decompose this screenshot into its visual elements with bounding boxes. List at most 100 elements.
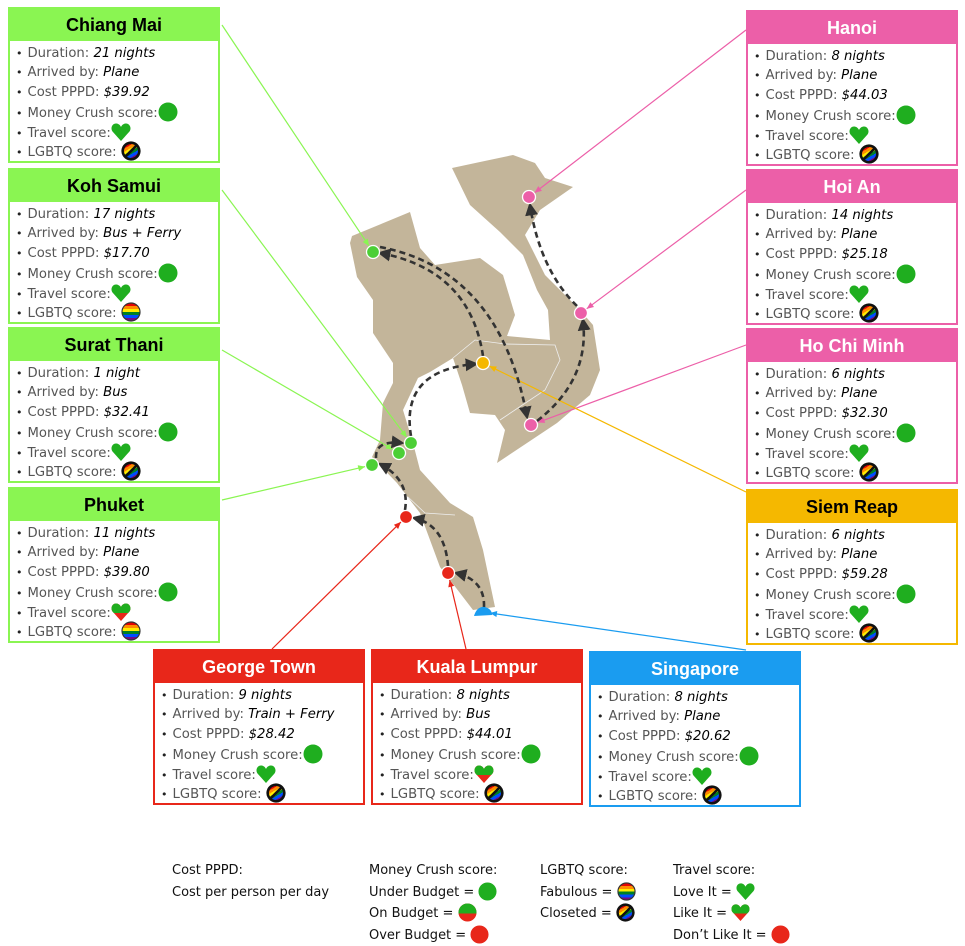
leader-line-hoi-an [586,189,747,310]
duration-row: Duration: 8 nights [754,47,956,66]
arrived-by-value: Plane [684,709,721,725]
duration-label: Duration: [765,208,828,223]
travel-row: Travel score: [16,122,218,141]
closeted-icon [121,141,141,161]
lgbtq-label: LGBTQ score: [608,788,698,804]
city-marker-george-town[interactable] [398,509,414,525]
lgbtq-label: LGBTQ score: [27,144,117,160]
city-marker-surat-thani[interactable] [391,445,407,461]
arrived-by-value: Bus [103,385,128,401]
legend-money-crush: Money Crush score:Under Budget = On Budg… [369,860,497,946]
closeted-icon [859,623,879,643]
duration-label: Duration: [765,49,828,64]
money-crush-label: Money Crush score: [765,268,896,284]
cost-label: Cost PPPD: [390,726,463,742]
money-crush-row: Money Crush score: [16,263,218,282]
arrived-by-row: Arrived by: Bus + Ferry [16,224,218,243]
arrived-by-label: Arrived by: [765,547,837,563]
duration-row: Duration: 17 nights [16,205,218,224]
duration-label: Duration: [27,46,90,61]
cost-row: Cost PPPD: $59.28 [754,565,956,584]
arrived-by-row: Arrived by: Bus [379,705,581,724]
money-crush-row: Money Crush score: [16,422,218,441]
cost-label: Cost PPPD: [27,564,100,580]
love-it-icon [692,766,712,786]
city-card-phuket: Phuket Duration: 11 nights Arrived by: P… [8,487,220,643]
city-marker-kuala-lumpur[interactable] [440,565,456,581]
leader-line-phuket [221,466,366,501]
legend-travel-title: Travel score: [673,863,756,878]
arrived-by-value: Bus [466,707,491,723]
closeted-icon [266,783,286,803]
city-marker-singapore[interactable] [474,606,492,616]
city-details: Duration: 6 nights Arrived by: Plane Cos… [748,523,956,642]
love-it-icon [111,442,131,462]
leader-line-siem-reap [489,365,747,493]
cost-value: $20.62 [684,728,731,744]
city-marker-phuket[interactable] [364,457,380,473]
arrived-by-row: Arrived by: Plane [754,66,956,85]
travel-row: Travel score: [754,443,956,462]
city-marker-hoi-an[interactable] [573,305,589,321]
arrived-by-row: Arrived by: Plane [754,384,956,403]
cost-label: Cost PPPD: [172,726,245,742]
travel-label: Travel score: [765,128,849,144]
arrived-by-value: Plane [841,227,878,243]
money-crush-row: Money Crush score: [754,584,956,603]
lgbtq-row: LGBTQ score: [379,783,581,802]
money-crush-label: Money Crush score: [27,267,158,283]
dont-like-it-icon [771,925,790,944]
lgbtq-row: LGBTQ score: [161,783,363,802]
duration-value: 11 nights [93,526,156,541]
city-marker-hanoi[interactable] [521,189,537,205]
over-budget-icon [470,925,489,944]
duration-value: 6 nights [831,367,885,382]
city-marker-koh-samui[interactable] [403,435,419,451]
duration-row: Duration: 9 nights [161,686,363,705]
travel-label: Travel score: [765,607,849,623]
arrived-by-label: Arrived by: [27,385,99,401]
arrived-by-label: Arrived by: [765,386,837,402]
arrived-by-value: Plane [841,547,878,563]
cost-label: Cost PPPD: [608,728,681,744]
love-it-icon [111,283,131,303]
money-crush-row: Money Crush score: [161,744,363,763]
leader-line-chiang-mai [221,24,370,247]
city-marker-siem-reap[interactable] [475,355,491,371]
money-crush-label: Money Crush score: [765,588,896,604]
cost-label: Cost PPPD: [765,566,838,582]
lgbtq-label: LGBTQ score: [390,786,480,802]
city-details: Duration: 8 nights Arrived by: Plane Cos… [748,44,956,163]
arrived-by-label: Arrived by: [765,227,837,243]
duration-row: Duration: 1 night [16,364,218,383]
money-crush-row: Money Crush score: [16,102,218,121]
city-details: Duration: 11 nights Arrived by: Plane Co… [10,521,218,640]
city-details: Duration: 17 nights Arrived by: Bus + Fe… [10,202,218,321]
city-marker-chiang-mai[interactable] [365,244,381,260]
arrived-by-row: Arrived by: Plane [754,545,956,564]
leader-arrow-icon [400,429,407,438]
lgbtq-label: LGBTQ score: [172,786,262,802]
love-it-icon [111,122,131,142]
city-marker-ho-chi-minh[interactable] [523,417,539,433]
lgbtq-label: LGBTQ score: [765,626,855,642]
city-card-hoi-an: Hoi An Duration: 14 nights Arrived by: P… [746,169,958,325]
arrived-by-row: Arrived by: Bus [16,383,218,402]
lgbtq-row: LGBTQ score: [754,303,956,322]
legend-item-love-it: Love It = [673,882,790,904]
duration-value: 8 nights [456,688,510,703]
duration-row: Duration: 6 nights [754,526,956,545]
money-crush-label: Money Crush score: [27,426,158,442]
cost-row: Cost PPPD: $39.92 [16,83,218,102]
arrived-by-value: Bus + Ferry [103,226,182,242]
cost-label: Cost PPPD: [27,245,100,261]
duration-row: Duration: 14 nights [754,206,956,225]
leader-line-george-town [271,521,402,650]
leader-line-singapore [489,612,747,651]
travel-row: Travel score: [161,764,363,783]
travel-row: Travel score: [16,442,218,461]
arrived-by-label: Arrived by: [27,226,99,242]
city-card-ho-chi-minh: Ho Chi Minh Duration: 6 nights Arrived b… [746,328,958,484]
route-segment [377,462,408,511]
